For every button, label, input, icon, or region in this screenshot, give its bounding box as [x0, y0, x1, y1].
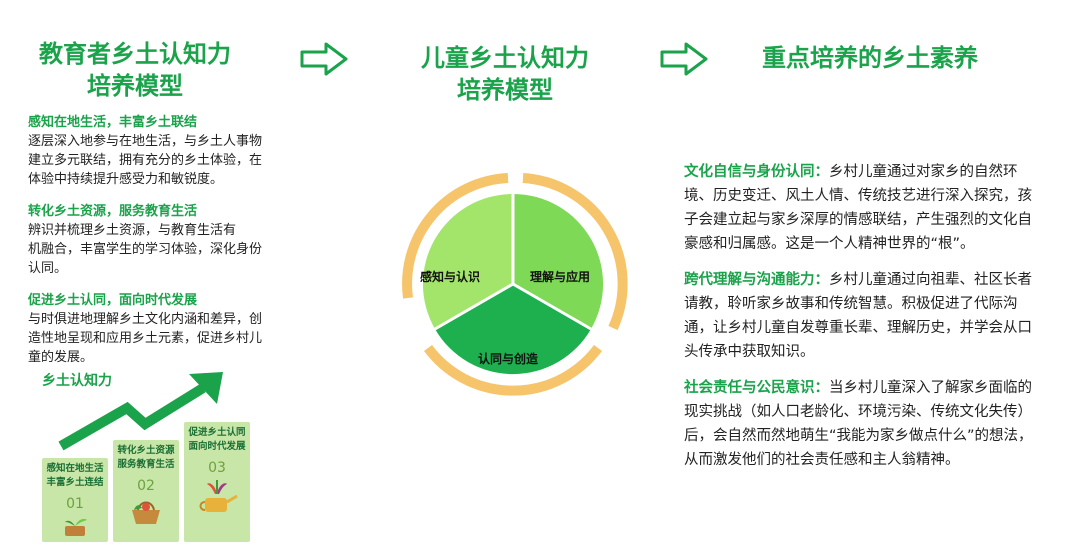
right-item-line: 头传承中获取知识。: [684, 344, 815, 360]
middle-heading-line-1: 儿童乡土认知力: [421, 44, 589, 72]
right-item-line: 当乡村儿童深入了解家乡面临的: [829, 380, 1032, 396]
middle-heading-line-2: 培养模型: [457, 76, 553, 104]
left-item-line: 逐层深入地参与在地生活，与乡土人事物: [28, 134, 263, 149]
stair-card-2: 转化乡土资源 服务教育生活 02: [113, 440, 179, 542]
left-item-line: 造性地呈现和应用乡土元素，促进乡村儿: [28, 331, 263, 346]
left-heading: 教育者乡土认知力 培养模型: [20, 38, 250, 102]
left-item: 转化乡土资源，服务教育生活 辨识并梳理乡土资源，与教育生活有 机融合，丰富学生的…: [28, 203, 303, 278]
left-item-line: 机融合，丰富学生的学习体验，深化身份: [28, 242, 263, 257]
seedling-pot-icon: [65, 518, 87, 536]
right-item-line: 现实挑战（如人口老龄化、环境污染、传统文化失传）: [684, 404, 1032, 420]
growth-arrow-icon: [58, 372, 223, 451]
right-item: 文化自信与身份认同：乡村儿童通过对家乡的自然环 境、历史变迁、风土人情、传统技艺…: [684, 160, 1074, 256]
cycle-ring-arc-bottom: [423, 345, 603, 396]
right-item-line: 请教，聆听家乡故事和传统智慧。积极促进了代际沟: [684, 296, 1018, 312]
cycle-label-perceive: 感知与认识: [420, 270, 481, 284]
stair-card-1: 感知在地生活 丰富乡土连结 01: [42, 458, 108, 542]
watering-can-icon: [199, 480, 238, 512]
left-item-title: 转化乡土资源，服务教育生活: [28, 204, 198, 219]
left-item: 促进乡土认同，面向时代发展 与时俱进地理解乡土文化内涵和差异，创 造性地呈现和应…: [28, 292, 303, 367]
right-item-first-line: 文化自信与身份认同：乡村儿童通过对家乡的自然环: [684, 160, 1074, 184]
right-item-line: 乡村儿童通过向祖辈、社区长者: [829, 272, 1032, 288]
stair-card-label-line: 面向时代发展: [188, 441, 246, 452]
right-item-first-line: 跨代理解与沟通能力：乡村儿童通过向祖辈、社区长者: [684, 268, 1074, 292]
stair-card-number: 03: [208, 460, 226, 476]
cycle-ring-arc-right: [522, 173, 628, 331]
basket-icon: [132, 501, 160, 524]
cycle-label-understand: 理解与应用: [530, 270, 591, 284]
right-item-title: 文化自信与身份认同：: [684, 164, 829, 180]
right-item-line: 后，会自然而然地萌生“我能为家乡做点什么”的想法，: [684, 428, 1033, 444]
stair-card-number: 01: [66, 496, 84, 512]
left-item-title: 感知在地生活，丰富乡土联结: [28, 115, 198, 130]
middle-heading: 儿童乡土认知力 培养模型: [390, 42, 620, 106]
stair-card-label-line: 感知在地生活: [46, 463, 104, 474]
left-item-line: 童的发展。: [28, 350, 94, 365]
right-item-title: 跨代理解与沟通能力：: [684, 272, 829, 288]
left-item-line: 与时俱进地理解乡土文化内涵和差异，创: [28, 312, 263, 327]
right-item: 社会责任与公民意识：当乡村儿童深入了解家乡面临的 现实挑战（如人口老龄化、环境污…: [684, 376, 1074, 472]
left-item-line: 辨识并梳理乡土资源，与教育生活有: [28, 223, 237, 238]
left-item-line: 建立多元联结，拥有充分的乡土体验，在: [28, 153, 263, 168]
arrow-right-icon: [660, 42, 708, 76]
arrow-right-icon: [300, 42, 348, 76]
stair-card-label: 转化乡土资源 服务教育生活: [113, 440, 179, 472]
stair-card-label-line: 丰富乡土连结: [46, 477, 104, 488]
stair-card-label: 促进乡土认同 面向时代发展: [184, 422, 250, 454]
stair-card-label-line: 促进乡土认同: [188, 427, 246, 438]
stair-card-label-line: 转化乡土资源: [117, 445, 175, 456]
right-item-line: 豪感和归属感。这是一个人精神世界的“根”。: [684, 236, 975, 252]
right-item-line: 从而激发他们的社会责任感和主人翁精神。: [684, 452, 960, 468]
stair-card-number: 02: [137, 478, 155, 494]
right-item-line: 乡村儿童通过对家乡的自然环: [829, 164, 1018, 180]
growth-label: 乡土认知力: [42, 373, 112, 389]
right-item-line: 通，让乡村儿童自发尊重长辈、理解历史，并学会从口: [684, 320, 1032, 336]
right-item-line: 子会建立起与家乡深厚的情感联结，产生强烈的文化自: [684, 212, 1032, 228]
stair-card-3: 促进乡土认同 面向时代发展 03: [184, 422, 250, 542]
left-item-line: 体验中持续提升感受力和敏锐度。: [28, 172, 224, 187]
right-heading: 重点培养的乡土素养: [762, 44, 978, 72]
right-item-line: 境、历史变迁、风土人情、传统技艺进行深入探究，孩: [684, 188, 1032, 204]
cycle-diagram: [402, 173, 628, 396]
left-item-line: 认同。: [28, 261, 68, 276]
right-item: 跨代理解与沟通能力：乡村儿童通过向祖辈、社区长者 请教，聆听家乡故事和传统智慧。…: [684, 268, 1074, 364]
left-item: 感知在地生活，丰富乡土联结 逐层深入地参与在地生活，与乡土人事物 建立多元联结，…: [28, 114, 303, 189]
cycle-label-identify: 认同与创造: [478, 352, 539, 366]
stair-card-label-line: 服务教育生活: [117, 459, 175, 470]
cycle-segment-understand: [513, 193, 604, 329]
left-items: 感知在地生活，丰富乡土联结 逐层深入地参与在地生活，与乡土人事物 建立多元联结，…: [28, 114, 303, 367]
right-item-first-line: 社会责任与公民意识：当乡村儿童深入了解家乡面临的: [684, 376, 1074, 400]
right-items: 文化自信与身份认同：乡村儿童通过对家乡的自然环 境、历史变迁、风土人情、传统技艺…: [684, 160, 1074, 472]
cycle-segment-perceive: [422, 193, 513, 329]
right-item-title: 社会责任与公民意识：: [684, 380, 829, 396]
cycle-ring-arc-left: [402, 173, 509, 299]
left-item-title: 促进乡土认同，面向时代发展: [28, 293, 198, 308]
left-heading-line-2: 培养模型: [87, 72, 183, 100]
left-heading-line-1: 教育者乡土认知力: [39, 40, 231, 68]
stair-card-label: 感知在地生活 丰富乡土连结: [42, 458, 108, 490]
